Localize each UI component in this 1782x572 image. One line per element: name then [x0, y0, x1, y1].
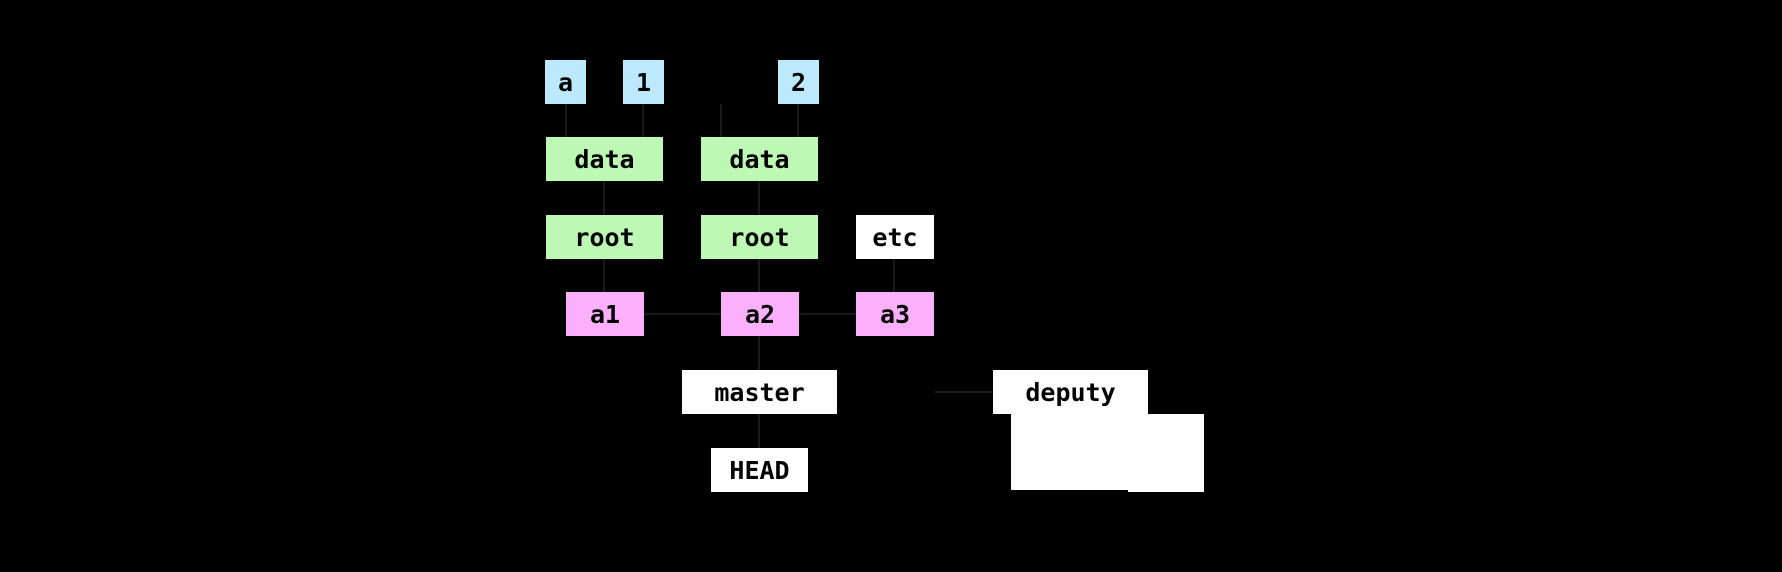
node-blob-2[interactable]: 2 [778, 60, 819, 104]
node-tree-data-1[interactable]: data [546, 137, 663, 181]
node-ref-deputy[interactable]: deputy [993, 370, 1148, 414]
node-tree-root-1[interactable]: root [546, 215, 663, 259]
node-ref-head[interactable]: HEAD [711, 448, 808, 492]
node-tree-data-2[interactable]: data [701, 137, 818, 181]
blank-panel-1 [1011, 414, 1204, 490]
node-blob-a[interactable]: a [545, 60, 586, 104]
node-ref-master[interactable]: master [682, 370, 837, 414]
node-commit-a2[interactable]: a2 [721, 292, 799, 336]
node-commit-a1[interactable]: a1 [566, 292, 644, 336]
node-tree-root-2[interactable]: root [701, 215, 818, 259]
node-blob-1[interactable]: 1 [623, 60, 664, 104]
node-ref-etc[interactable]: etc [856, 215, 934, 259]
node-commit-a3[interactable]: a3 [856, 292, 934, 336]
blank-panel-2 [1128, 478, 1204, 492]
